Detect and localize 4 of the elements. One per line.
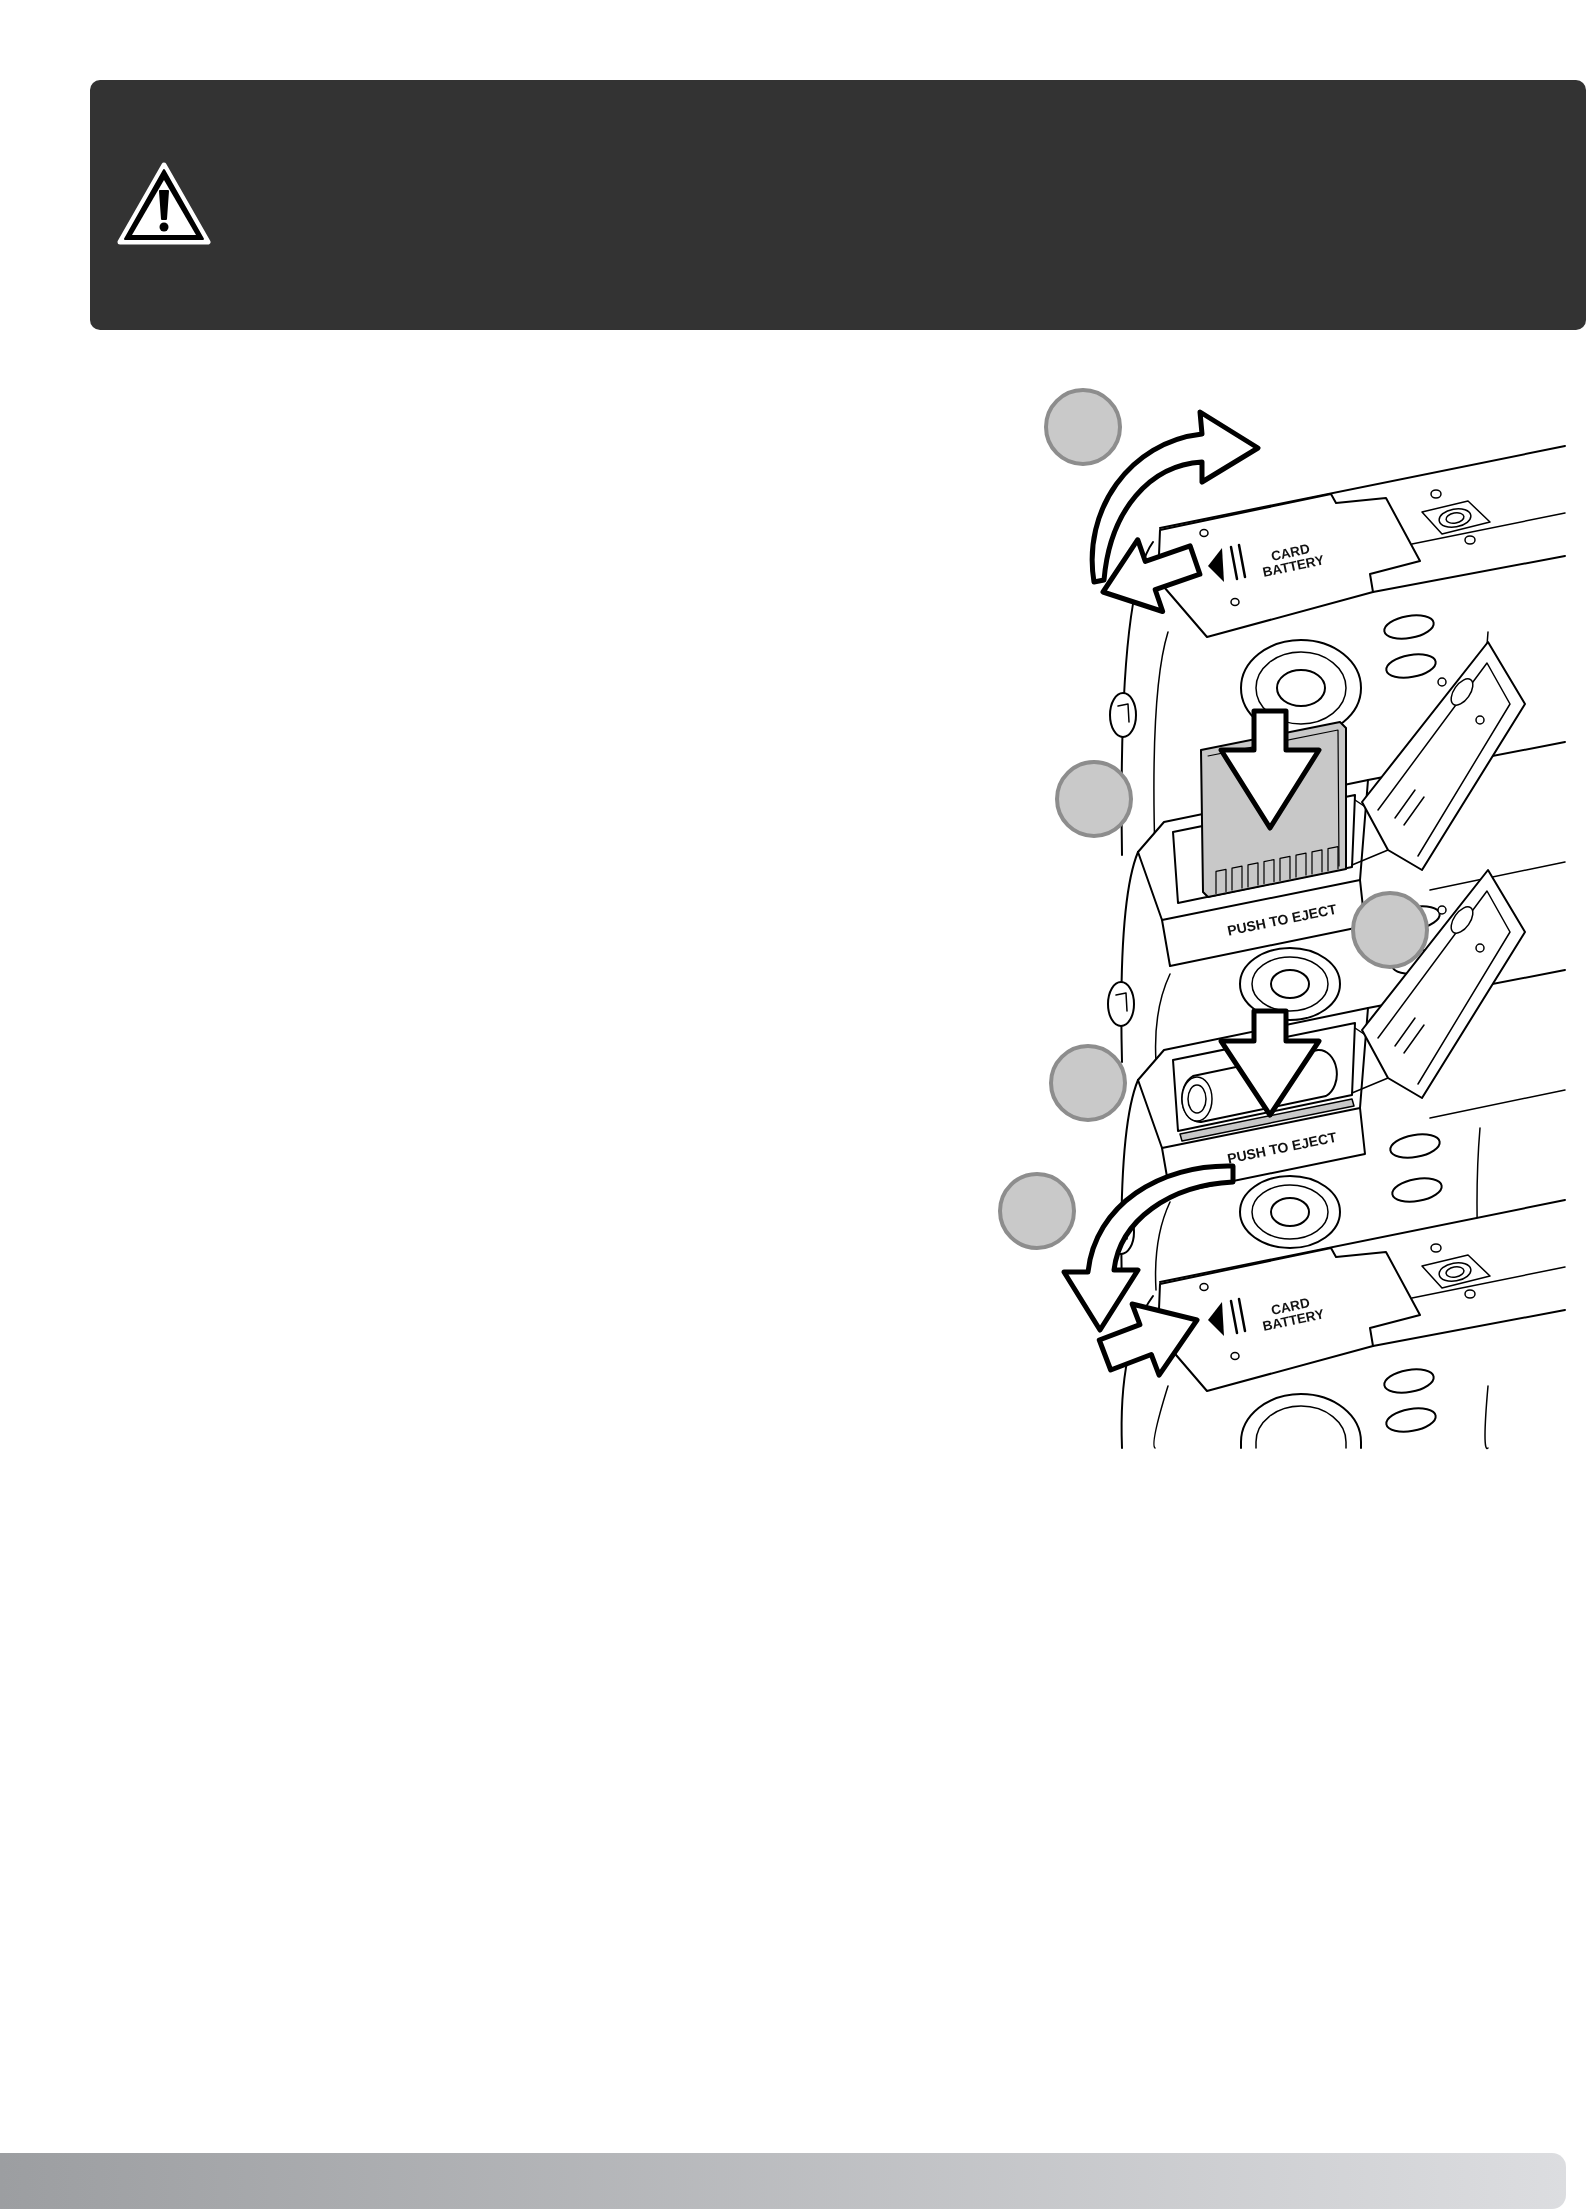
printed-marking: PUSH TO EJECT xyxy=(1226,901,1338,939)
printed-marking: CARD BATTERY xyxy=(1260,540,1327,582)
printed-marking: PUSH TO EJECT xyxy=(1226,1129,1338,1167)
printed-marking: CARD BATTERY xyxy=(1260,1294,1327,1336)
